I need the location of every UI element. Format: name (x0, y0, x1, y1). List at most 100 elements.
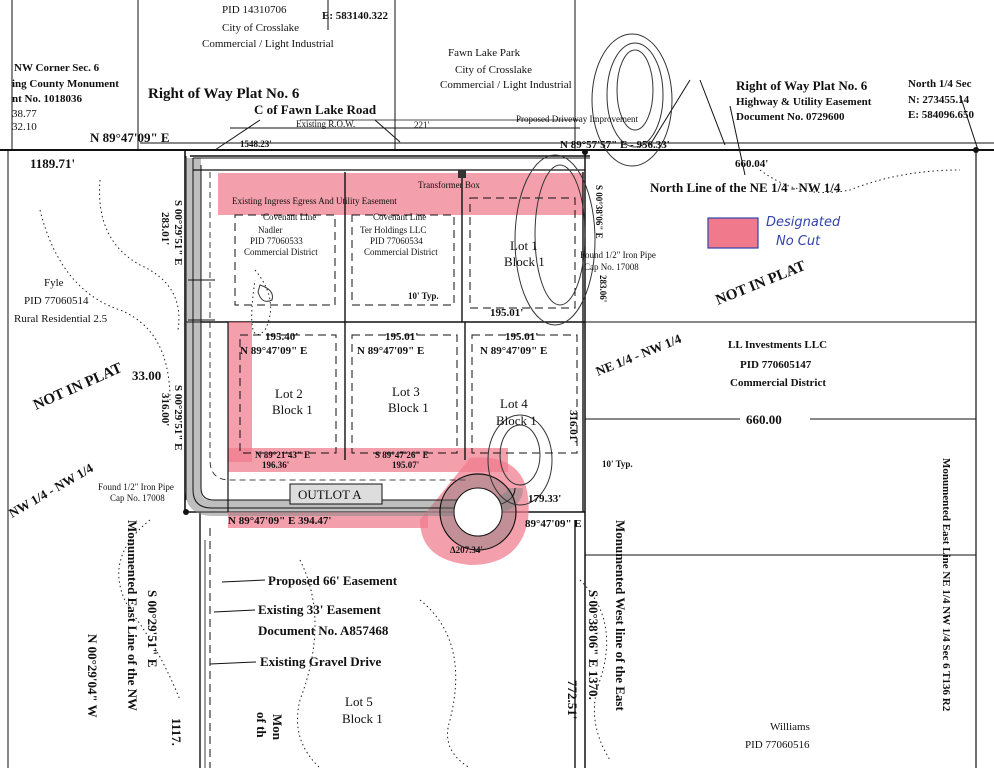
ter-pid: PID 77060534 (370, 236, 423, 246)
existing-33-easement: Existing 33' Easement (258, 602, 381, 617)
legend-label-line2: No Cut (776, 234, 821, 249)
dist-1548: 1548.23' (240, 139, 272, 149)
mon-east-nw: Monumented East Line of the NW (125, 520, 140, 711)
ne-nw-label: NE 1/4 - NW 1/4 (594, 331, 684, 379)
proposed-driveway: Proposed Driveway Improvement (516, 114, 638, 124)
row-easement: Highway & Utility Easement (736, 96, 872, 108)
williams-name: Williams (770, 721, 810, 733)
road-centerline: C of Fawn Lake Road (254, 102, 377, 117)
lot1-block: Block 1 (504, 254, 545, 269)
fyle-name: Fyle (44, 277, 64, 289)
lot4-block: Block 1 (496, 413, 537, 428)
east-lot1-dist: 283.06' (598, 275, 608, 302)
outlot-road (185, 156, 590, 551)
north-quarter-e: E: 584096.650 (908, 109, 975, 121)
fyle-pid: PID 77060514 (24, 295, 89, 307)
lot3-bottom-bearing: S 89°47'26" E (375, 450, 429, 460)
williams-pid: PID 77060516 (745, 739, 810, 751)
mon-east-ne: Monumented East Line NE 1/4 NW 1/4 Sec 6… (940, 458, 952, 712)
nadler-name: Nadler (258, 225, 283, 235)
right-of-way-labels: Right of Way Plat No. 6 C of Fawn Lake R… (148, 78, 872, 130)
ter-name: Ter Holdings LLC (360, 225, 426, 235)
dist-772: 772.51' (565, 680, 580, 719)
dist-1117: 1117. (169, 718, 184, 746)
lot5-east-bearing: S 00°38'06" E 1370. (586, 590, 601, 700)
lot2-label: Lot 2 (275, 386, 303, 401)
ter-zone: Commercial District (364, 247, 438, 257)
transformer-box: Transformer Box (418, 180, 480, 190)
east-lot1-bearing: S 00°38'06" E (594, 185, 604, 239)
lot5-block: Block 1 (342, 711, 383, 726)
legend-label-line1: Designated (766, 215, 841, 230)
ingress-easement: Existing Ingress Egress And Utility Ease… (232, 196, 397, 206)
lot5-label: Lot 5 (345, 694, 373, 709)
arc-length: Δ207.34' (450, 545, 483, 555)
ll-pid: PID 770605147 (740, 359, 812, 371)
row-plat-right: Right of Way Plat No. 6 (736, 78, 868, 93)
header-pid: PID 14310706 (222, 4, 287, 16)
proposed-66-easement: Proposed 66' Easement (268, 573, 398, 588)
outlot-bottom-bearing-right: 89°47'09" E (525, 518, 582, 530)
lot5-west-bearing: S 00°29'51" E (145, 590, 160, 667)
covenant-line-1: Covenant Line (263, 212, 316, 222)
parcel-labels: Nadler PID 77060533 Commercial District … (14, 225, 827, 751)
dist-33: 33.00 (132, 368, 161, 383)
n89-lot3: N 89°47'09" E (357, 345, 424, 357)
lot-labels: Lot 1 Block 1 Lot 2 Block 1 Lot 3 Block … (272, 238, 545, 726)
gravel-drive: Existing Gravel Drive (260, 654, 382, 669)
ll-name: LL Investments LLC (728, 339, 827, 351)
n-west-bearing: N 00°29'04" W (85, 634, 100, 718)
lot-row-195-40: 195.40' (265, 331, 298, 343)
west-283-dist: 283.01' (159, 212, 171, 245)
n89-lot2: N 89°47'09" E (240, 345, 307, 357)
mon-partial-1: Mon (270, 714, 285, 741)
county-monument-label: ing County Monument (12, 78, 119, 90)
north-quarter-labels: North 1/4 Sec N: 273455.14 E: 584096.650 (908, 78, 975, 121)
legend-swatch (707, 217, 759, 249)
lot-row-195-01a: 195.01' (385, 331, 418, 343)
fyle-zone: Rural Residential 2.5 (14, 313, 108, 325)
found-pipe-top-cap: Cap No. 17008 (584, 262, 639, 272)
monument-marker (973, 147, 979, 153)
existing-row: Existing R.O.W. (296, 119, 355, 129)
n89-lot4: N 89°47'09" E (480, 345, 547, 357)
not-in-plat-left: NOT IN PLAT (31, 360, 125, 413)
lot3-label: Lot 3 (392, 384, 420, 399)
no-cut-strip-top (218, 173, 583, 215)
ll-zone: Commercial District (730, 377, 826, 389)
dist-660-top: 660.04' (735, 158, 768, 170)
header-commercial-right: Commercial / Light Industrial (440, 79, 572, 91)
lot1-bottom-dist: 195.01' (490, 307, 523, 319)
lot3-bottom-dist: 195.07' (392, 460, 419, 470)
bearing-top-right: N 89°57'57" E - 956.33' (560, 139, 670, 151)
found-pipe-left-cap: Cap No. 17008 (110, 493, 165, 503)
found-pipe-left: Found 1/2" Iron Pipe (98, 482, 174, 492)
outlot-label: OUTLOT A (298, 487, 362, 502)
row-doc: Document No. 0729600 (736, 111, 845, 123)
dist-221: 221' (414, 120, 430, 130)
monument-marker (183, 509, 189, 515)
header-labels: PID 14310706 City of Crosslake Commercia… (202, 4, 572, 91)
coord-1: 38.77 (12, 108, 37, 120)
nw-nw-label: NW 1/4 - NW 1/4 (6, 460, 96, 521)
ten-typ-2: 10' Typ. (602, 459, 633, 469)
found-pipe-top: Found 1/2" Iron Pipe (580, 250, 656, 260)
nw-corner-label: NW Corner Sec. 6 (14, 62, 100, 74)
north-line-label: North Line of the NE 1/4 - NW 1/4 (650, 180, 841, 195)
lot1-label: Lot 1 (510, 238, 538, 253)
header-city: City of Crosslake (222, 22, 299, 34)
header-commercial-left: Commercial / Light Industrial (202, 38, 334, 50)
north-quarter-n: N: 273455.14 (908, 94, 970, 106)
monument-no-label: nt No. 1018036 (12, 93, 82, 105)
coord-2: 32.10 (12, 121, 37, 133)
bearing-labels: N 89°47'09" E N 89°57'57" E - 956.33' 11… (30, 130, 976, 746)
nadler-pid: PID 77060533 (250, 236, 303, 246)
dist-179: 179.33' (528, 493, 561, 505)
legend: Designated No Cut (707, 215, 841, 249)
header-park: Fawn Lake Park (448, 47, 521, 59)
left-margin-labels: NW Corner Sec. 6 ing County Monument nt … (12, 62, 119, 133)
north-quarter-title: North 1/4 Sec (908, 78, 972, 90)
west-316-bearing: S 00°29'51" E (172, 385, 184, 451)
